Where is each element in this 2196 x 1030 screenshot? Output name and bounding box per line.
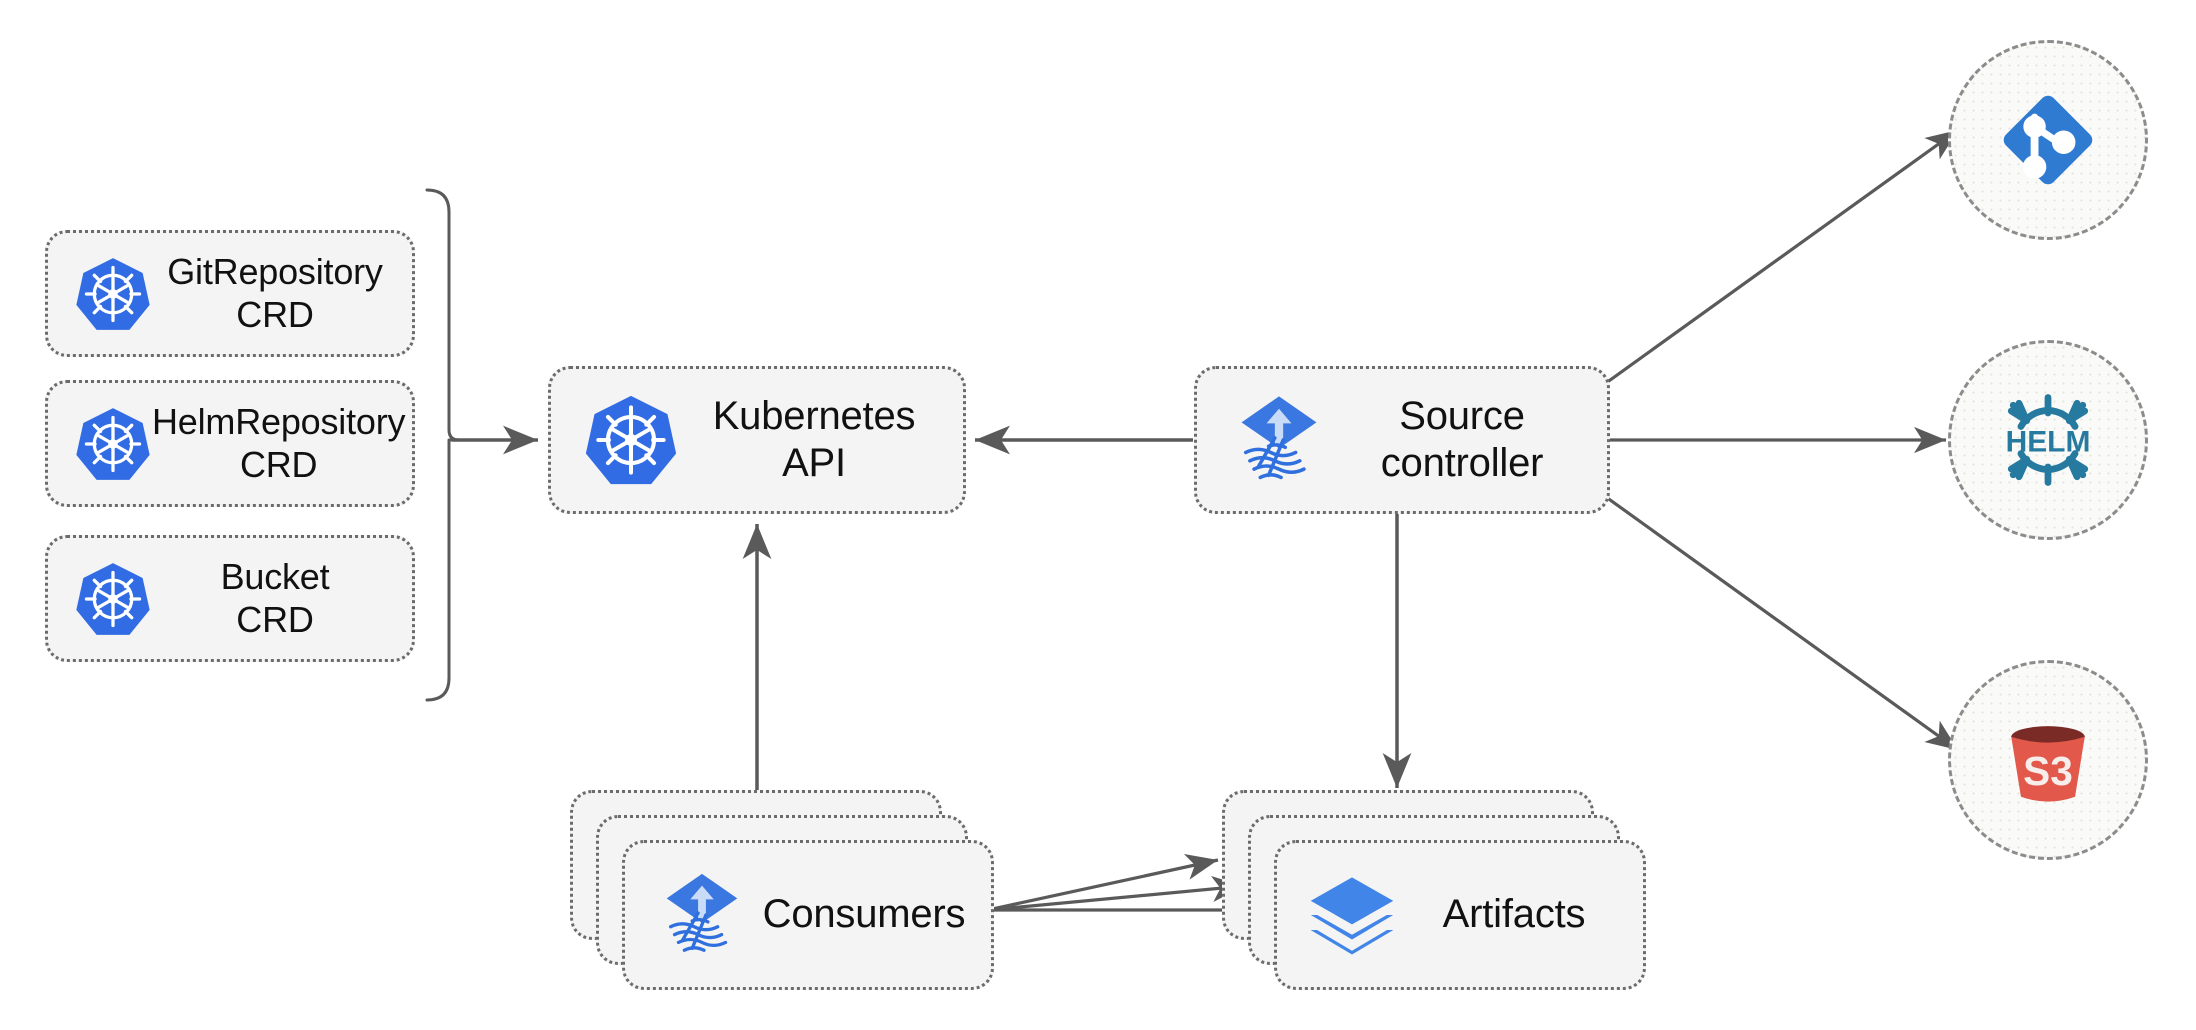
- edge-source-controller-to-s3: [1605, 495, 1959, 752]
- crd-label-line2: CRD: [239, 443, 318, 485]
- node-kubernetes-api[interactable]: Kubernetes API: [548, 366, 966, 514]
- source-circle-helm[interactable]: HELM: [1948, 340, 2148, 540]
- node-label-kubernetes-api: Kubernetes API: [712, 393, 916, 485]
- crd-label: HelmRepository CRD: [152, 401, 419, 486]
- kubernetes-icon: [74, 560, 152, 638]
- edge-source-controller-to-git: [1605, 128, 1959, 385]
- s3-icon: S3: [1990, 702, 2106, 818]
- crd-label-line1: HelmRepository: [152, 401, 406, 443]
- kubernetes-icon: [74, 405, 152, 483]
- helm-icon: HELM: [1990, 382, 2106, 498]
- git-icon: [1992, 84, 2104, 196]
- crd-group-bracket: [425, 188, 461, 702]
- crd-label-line1: GitRepository: [167, 251, 383, 293]
- source-controller-label-line1: Source: [1399, 393, 1525, 438]
- crd-label-line2: CRD: [236, 293, 314, 335]
- flux-icon: [653, 866, 751, 964]
- node-consumers[interactable]: Consumers: [622, 840, 994, 990]
- node-artifacts[interactable]: Artifacts: [1274, 840, 1646, 990]
- crd-box-bucket[interactable]: Bucket CRD: [45, 535, 415, 662]
- crd-label-line1: Bucket: [220, 556, 330, 598]
- kubernetes-icon: [74, 255, 152, 333]
- node-label-source-controller: Source controller: [1331, 393, 1607, 487]
- node-label-artifacts: Artifacts: [1442, 892, 1586, 937]
- source-circle-s3[interactable]: S3: [1948, 660, 2148, 860]
- s3-wordmark: S3: [2023, 748, 2073, 794]
- crd-label: Bucket CRD: [152, 556, 412, 641]
- node-source-controller[interactable]: Source controller: [1194, 366, 1610, 514]
- layers-icon: [1305, 868, 1399, 962]
- source-circle-git[interactable]: [1948, 40, 2148, 240]
- crd-box-gitrepository[interactable]: GitRepository CRD: [45, 230, 415, 357]
- flux-icon: [1227, 388, 1331, 492]
- source-controller-label-line2: controller: [1380, 441, 1544, 485]
- crd-label-line2: CRD: [236, 598, 314, 640]
- kubernetes-icon: [583, 392, 679, 488]
- crd-label: GitRepository CRD: [152, 251, 412, 336]
- crd-box-helmrepository[interactable]: HelmRepository CRD: [45, 380, 415, 507]
- node-label-consumers: Consumers: [762, 892, 966, 937]
- helm-wordmark: HELM: [2006, 426, 2091, 459]
